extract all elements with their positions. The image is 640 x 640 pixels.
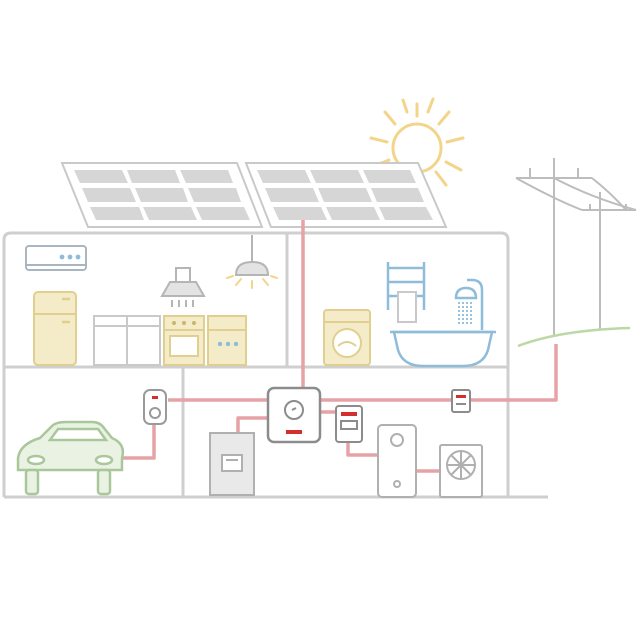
- washing-machine-icon: [323, 309, 371, 366]
- inverter-icon: [266, 386, 322, 444]
- oven-icon: [163, 315, 205, 366]
- dishwasher-icon: [207, 315, 247, 366]
- water-heater-icon: [377, 424, 417, 498]
- ev-charger-icon: [143, 389, 167, 425]
- bathtub-icon: [390, 330, 496, 368]
- utility-pole-icon: [515, 158, 637, 335]
- sun-icon: [369, 97, 465, 187]
- kitchen-cabinet-icon: [93, 315, 161, 366]
- shower-icon: [454, 278, 484, 330]
- ground-hill: [517, 326, 631, 348]
- heat-pump-icon: [439, 444, 483, 498]
- smart-meter-icon: [335, 405, 363, 443]
- towel-radiator-icon: [386, 262, 426, 323]
- solar-panel-icon: [244, 162, 448, 228]
- grid-meter-icon: [451, 389, 471, 413]
- air-conditioner-icon: [25, 245, 87, 271]
- solar-panel-icon: [60, 162, 264, 228]
- battery-storage-icon: [209, 432, 255, 496]
- electric-car-icon: [16, 420, 125, 496]
- refrigerator-icon: [33, 291, 77, 366]
- power-cables: [118, 220, 558, 473]
- range-hood-icon: [160, 267, 206, 307]
- ceiling-lamp-icon: [226, 235, 278, 289]
